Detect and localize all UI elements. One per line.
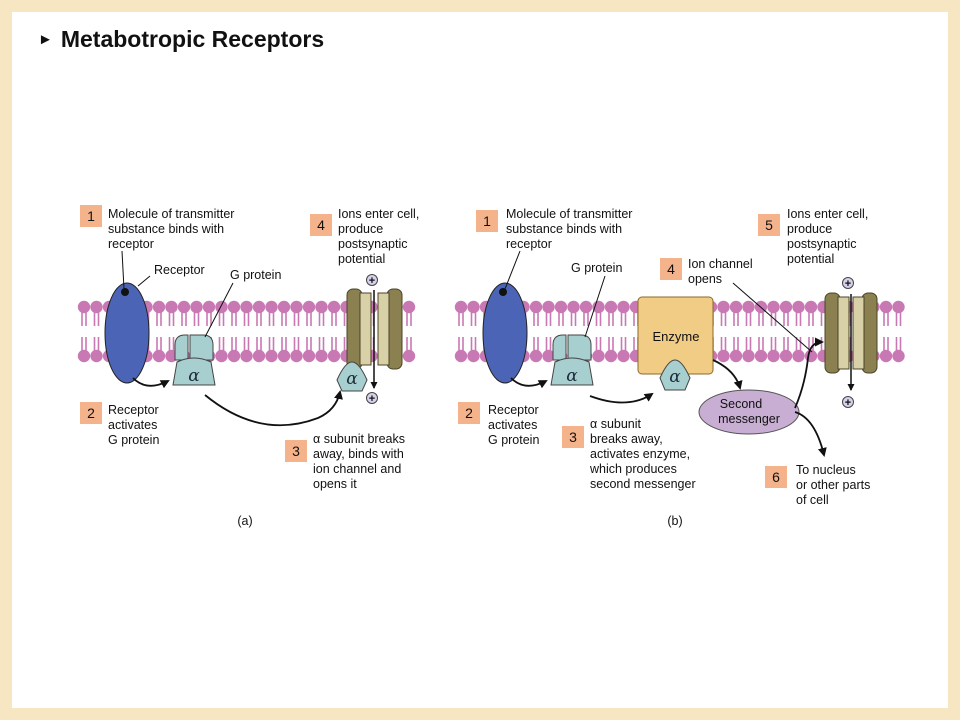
arrow-enzyme-to-messenger <box>712 359 743 390</box>
g-protein-b: α <box>550 334 594 386</box>
arrow-messenger-to-channel <box>794 337 824 409</box>
panel-a: + + α α 1 <box>77 205 419 528</box>
svg-text:1: 1 <box>87 208 95 224</box>
svg-text:3: 3 <box>292 443 300 459</box>
arrow-messenger-to-nucleus <box>794 411 827 457</box>
svg-text:+: + <box>845 397 851 409</box>
gprotein-label-a: G protein <box>230 268 281 282</box>
svg-text:α: α <box>669 367 681 387</box>
panel-b: Enzyme + + α <box>454 207 905 528</box>
svg-text:+: + <box>845 278 851 290</box>
svg-text:2: 2 <box>465 405 473 421</box>
svg-text:2: 2 <box>87 405 95 421</box>
gprotein-label-b: G protein <box>571 261 622 275</box>
svg-text:+: + <box>369 393 375 405</box>
triangle-bullet-icon: ► <box>38 31 53 48</box>
svg-text:Enzyme: Enzyme <box>653 329 700 344</box>
svg-text:5: 5 <box>765 217 773 233</box>
ion-plus-top-b: + <box>842 277 854 290</box>
page-title: ► Metabotropic Receptors <box>38 26 324 53</box>
receptor-label-a: Receptor <box>154 263 205 277</box>
alpha-subunit-b: α <box>659 359 691 391</box>
alpha-subunit-a: α <box>336 361 368 392</box>
svg-text:α: α <box>188 366 200 386</box>
arrow-alpha-to-enzyme-b <box>589 392 654 404</box>
ion-plus-top-a: + <box>366 274 378 287</box>
svg-text:6: 6 <box>772 469 780 485</box>
svg-text:+: + <box>369 275 375 287</box>
receptor-b <box>482 282 528 384</box>
ion-plus-bottom-a: + <box>366 392 378 405</box>
caption-b: (b) <box>667 514 682 528</box>
svg-text:4: 4 <box>317 217 325 233</box>
arrow-receptor-to-gprotein-a <box>132 377 170 389</box>
enzyme: Enzyme <box>637 296 714 375</box>
ion-channel-a <box>346 288 403 389</box>
receptor-a <box>104 282 150 384</box>
g-protein-a: α <box>172 334 216 386</box>
svg-text:α: α <box>346 369 358 389</box>
ion-plus-bottom-b: + <box>842 396 854 409</box>
caption-a: (a) <box>237 514 252 528</box>
svg-text:α: α <box>566 366 578 386</box>
page-title-text: Metabotropic Receptors <box>60 26 325 52</box>
svg-text:1: 1 <box>483 213 491 229</box>
arrow-receptor-to-gprotein-b <box>510 377 548 389</box>
ion-channel-b <box>824 292 878 391</box>
svg-text:4: 4 <box>667 261 675 277</box>
arrow-alpha-to-channel-a <box>204 390 343 427</box>
svg-text:3: 3 <box>569 429 577 445</box>
